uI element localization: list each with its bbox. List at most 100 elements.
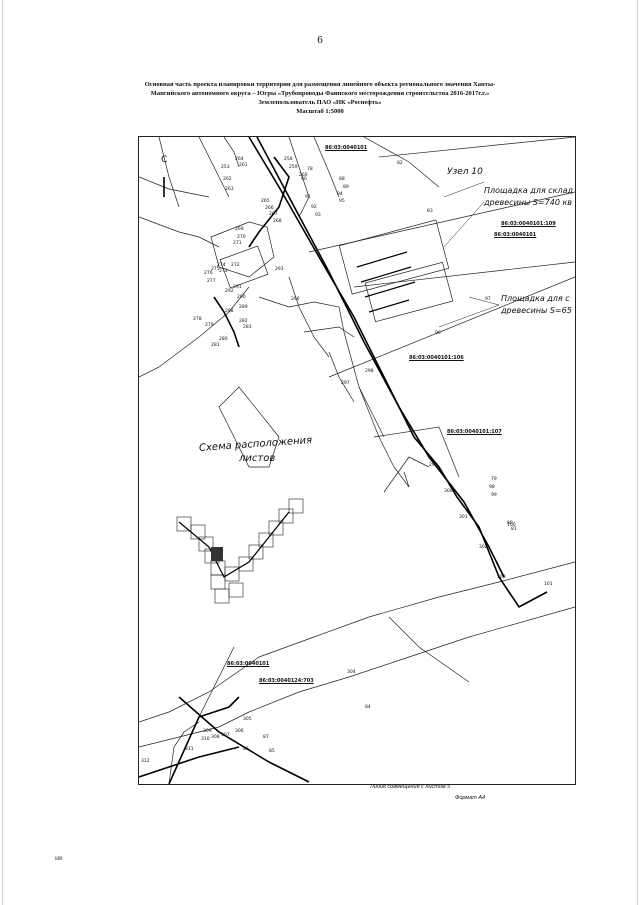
- point-label: 101: [544, 582, 553, 587]
- storage-area-label-2a: Площадка для с: [501, 294, 570, 303]
- point-label: 280: [219, 337, 228, 342]
- point-label: 290: [237, 295, 246, 300]
- boundary-line: [139, 561, 575, 723]
- parcel: [219, 245, 269, 289]
- pipeline-main: [248, 156, 290, 248]
- header-line-3: Землепользователь ПАО «НК «Роснефть»: [258, 99, 382, 106]
- header-line-1: Основная часть проекта планировки террит…: [144, 81, 496, 88]
- point-label: 312: [141, 759, 150, 764]
- point-label: 100: [507, 523, 516, 528]
- point-label: 293: [275, 267, 284, 272]
- storage-lot-line: [364, 281, 416, 298]
- point-label: 305: [243, 717, 252, 722]
- point-label: 307: [221, 733, 230, 738]
- sheet-cell: [214, 588, 230, 604]
- point-label: 260: [299, 173, 308, 178]
- point-label: 93: [315, 213, 321, 218]
- page-number: 6: [317, 34, 323, 46]
- point-label: 311: [185, 747, 194, 752]
- scheme-label-2: листов: [239, 453, 276, 464]
- point-label: 269: [235, 227, 244, 232]
- point-label: 94: [337, 192, 343, 197]
- boundary-line: [388, 616, 470, 683]
- point-label: 274: [217, 263, 226, 268]
- sheet-cell: [258, 532, 274, 548]
- point-label: 90: [301, 177, 307, 182]
- point-label: 99: [491, 493, 497, 498]
- point-label: 96: [435, 331, 441, 336]
- map-frame: Узел 10 Площадка для склад древесины S=7…: [138, 136, 576, 785]
- sheet-cell: [210, 574, 226, 590]
- point-label: 88: [339, 177, 345, 182]
- pipeline-main: [139, 746, 240, 778]
- point-label: 271: [233, 241, 242, 246]
- point-label: 85: [269, 749, 275, 754]
- point-label: 87: [263, 735, 269, 740]
- pipeline-main: [213, 296, 240, 348]
- parcel: [364, 261, 454, 323]
- point-label: 268: [273, 219, 282, 224]
- point-label: 301: [459, 515, 468, 520]
- storage-area-label-2b: древесины S=65: [501, 306, 572, 315]
- point-label: 298: [365, 369, 374, 374]
- point-label: 262: [223, 177, 232, 182]
- boundary-line: [303, 326, 355, 338]
- point-label: 81: [511, 527, 517, 532]
- point-label: 95: [339, 199, 345, 204]
- boundary-line: [139, 176, 210, 198]
- point-label: 292: [225, 289, 234, 294]
- point-label: 306: [235, 729, 244, 734]
- cadastral-label: 86:03:0040101: [227, 661, 270, 667]
- point-label: 309: [203, 729, 212, 734]
- boundary-line: [373, 426, 460, 478]
- sheet-cell: [238, 556, 254, 572]
- boundary-line: [258, 296, 345, 333]
- scheme-pipeline: [178, 511, 290, 578]
- boundary-line: [288, 137, 310, 218]
- point-label: 265: [261, 199, 270, 204]
- point-label: 277: [207, 279, 216, 284]
- cadastral-label: 86:03:0040101:107: [447, 429, 502, 435]
- boundary-line: [139, 216, 220, 248]
- node-label: Узел 10: [447, 167, 483, 177]
- sheet-cell: [278, 508, 294, 524]
- point-label: 278: [193, 317, 202, 322]
- storage-lot-line: [360, 266, 412, 283]
- scan-edge-left: [2, 0, 3, 905]
- cadastral-label: 86:03:0040101: [494, 232, 537, 238]
- storage-lot-line: [368, 299, 410, 313]
- point-label: 261: [239, 163, 248, 168]
- point-label: 264: [235, 157, 244, 162]
- cadastral-label: 86:03:0040101:106: [409, 355, 464, 361]
- point-label: 276: [204, 271, 213, 276]
- sheet-cell: [228, 582, 244, 598]
- boundary-line: [378, 137, 575, 158]
- document-header: Основная часть проекта планировки террит…: [120, 80, 520, 116]
- sheet-cell: [224, 566, 240, 582]
- point-label: 263: [225, 187, 234, 192]
- point-label: 80: [507, 521, 513, 526]
- point-label: 275: [211, 267, 220, 272]
- point-label: 91: [305, 195, 311, 200]
- pipeline-main: [178, 696, 310, 783]
- sheet-cell: [288, 498, 304, 514]
- point-label: 98: [489, 485, 495, 490]
- point-label: 279: [205, 323, 214, 328]
- point-label: 92: [311, 205, 317, 210]
- boundary-line: [139, 606, 575, 748]
- north-letter: С: [161, 155, 168, 165]
- boundary-line: [383, 456, 430, 493]
- point-label: 79: [491, 477, 497, 482]
- boundary-line: [223, 137, 240, 168]
- storage-lot-line: [356, 251, 408, 268]
- point-label: 83: [427, 209, 433, 214]
- pipeline-main: [168, 696, 240, 784]
- point-label: 84: [365, 705, 371, 710]
- point-label: 302: [479, 545, 488, 550]
- storage-area-label-1b: древесины S=740 кв: [484, 198, 572, 207]
- point-label: 86: [243, 747, 249, 752]
- planning-map: [139, 137, 575, 784]
- sheet-layout-scheme: [176, 498, 304, 604]
- point-label: 288: [225, 309, 234, 314]
- boundary-line: [353, 261, 575, 288]
